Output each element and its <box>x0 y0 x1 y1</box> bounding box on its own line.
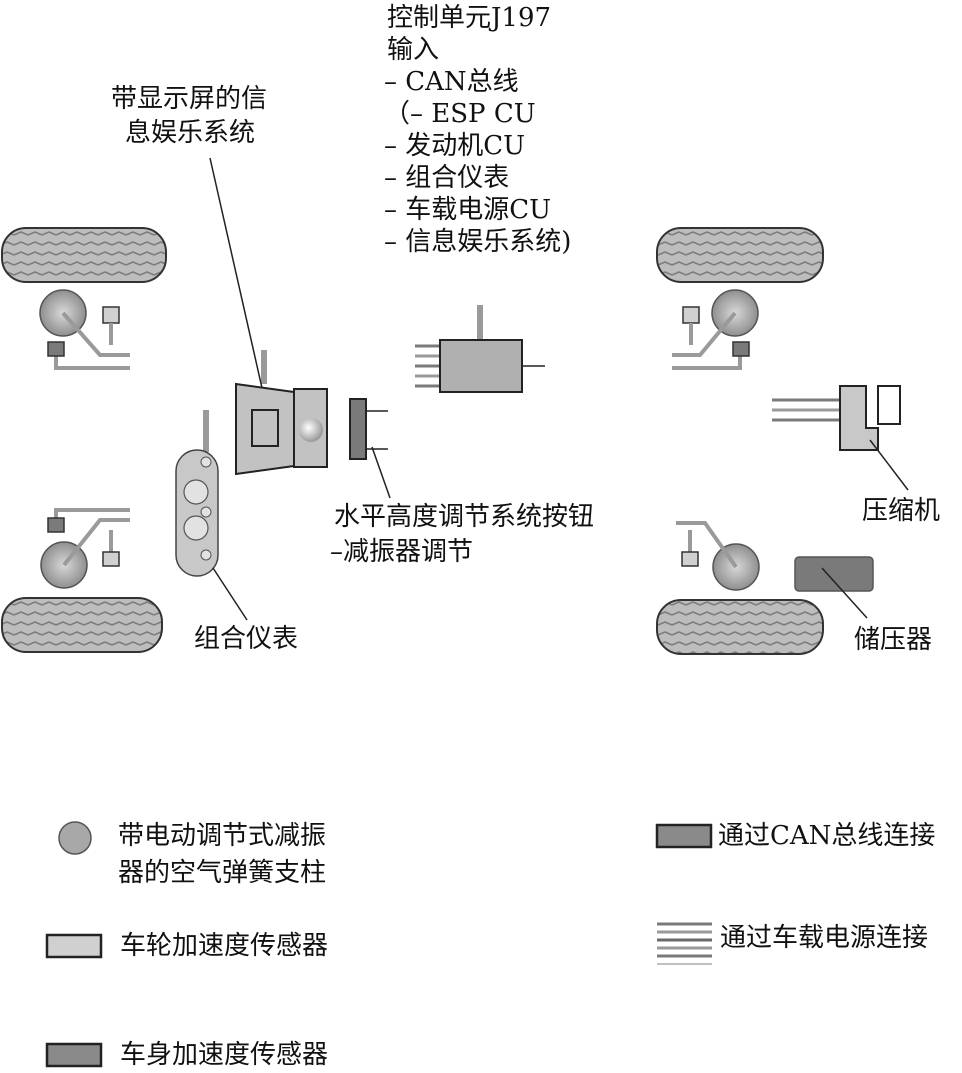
infotainment-label-line1: 带显示屏的信 <box>111 84 268 114</box>
control-unit-input-cluster: – 组合仪表 <box>384 163 510 193</box>
rear-left-body-accel-sensor <box>47 517 65 533</box>
rear-left-tire <box>1 597 163 653</box>
legend-symbols <box>45 821 713 1068</box>
legend-can-symbol <box>655 823 713 849</box>
rear-left-wheel-group <box>1 508 163 653</box>
front-right-wheel-group <box>656 227 824 370</box>
compressor-label: 压缩机 <box>862 496 941 526</box>
leader-lines <box>209 157 909 621</box>
rear-left-wiring <box>62 518 130 567</box>
instrument-cluster <box>175 410 219 577</box>
legend-body-sensor-label: 车身加速度传感器 <box>120 1040 329 1070</box>
level-button-label-line2: –减振器调节 <box>330 537 474 567</box>
rear-right-wheel-accel-sensor <box>681 551 699 567</box>
control-unit-input-power: – 车载电源CU <box>384 195 552 225</box>
control-unit-j197 <box>415 305 545 393</box>
front-right-wheel-accel-sensor <box>682 306 700 324</box>
front-right-tire <box>656 227 824 283</box>
rear-right-tire <box>656 599 824 655</box>
legend-air-strut-line1: 带电动调节式减振 <box>118 821 327 851</box>
instrument-cluster-label: 组合仪表 <box>194 624 299 654</box>
control-unit-input-esp: （– ESP CU <box>384 99 536 129</box>
front-right-wiring <box>672 311 737 357</box>
control-unit-input-infotainment: – 信息娱乐系统) <box>384 227 572 257</box>
front-left-wheel-accel-sensor <box>102 306 120 324</box>
legend-power-symbol <box>657 922 712 965</box>
legend-air-strut-line2: 器的空气弹簧支柱 <box>118 858 327 888</box>
front-right-body-accel-sensor <box>732 341 750 357</box>
control-unit-title: 控制单元J197 <box>387 3 552 33</box>
legend-wheel-sensor-label: 车轮加速度传感器 <box>120 931 329 961</box>
rear-right-wheel-group <box>656 521 824 655</box>
compressor <box>772 385 901 451</box>
pressure-reservoir <box>794 556 874 592</box>
legend-power-label: 通过车载电源连接 <box>720 923 929 953</box>
control-unit-input-label: 输入 <box>387 35 440 65</box>
rear-left-wheel-accel-sensor <box>102 551 120 567</box>
level-control-button <box>349 398 388 460</box>
reservoir-label: 储压器 <box>854 625 933 655</box>
level-button-label-line1: 水平高度调节系统按钮 <box>334 502 595 532</box>
front-left-wiring <box>61 311 130 357</box>
legend-body-sensor-symbol <box>45 1042 103 1068</box>
legend-wheel-sensor-symbol <box>45 933 103 959</box>
legend-can-label: 通过CAN总线连接 <box>718 821 936 851</box>
infotainment-unit <box>235 350 328 476</box>
front-left-wheel-group <box>1 227 167 370</box>
control-unit-input-engine: – 发动机CU <box>384 131 526 161</box>
front-left-body-accel-sensor <box>47 341 65 357</box>
rear-right-wiring <box>676 521 738 569</box>
front-left-tire <box>1 227 167 283</box>
control-unit-input-can: – CAN总线 <box>384 67 519 97</box>
infotainment-label-line2: 息娱乐系统 <box>125 118 256 148</box>
legend-air-strut-symbol <box>58 821 92 855</box>
